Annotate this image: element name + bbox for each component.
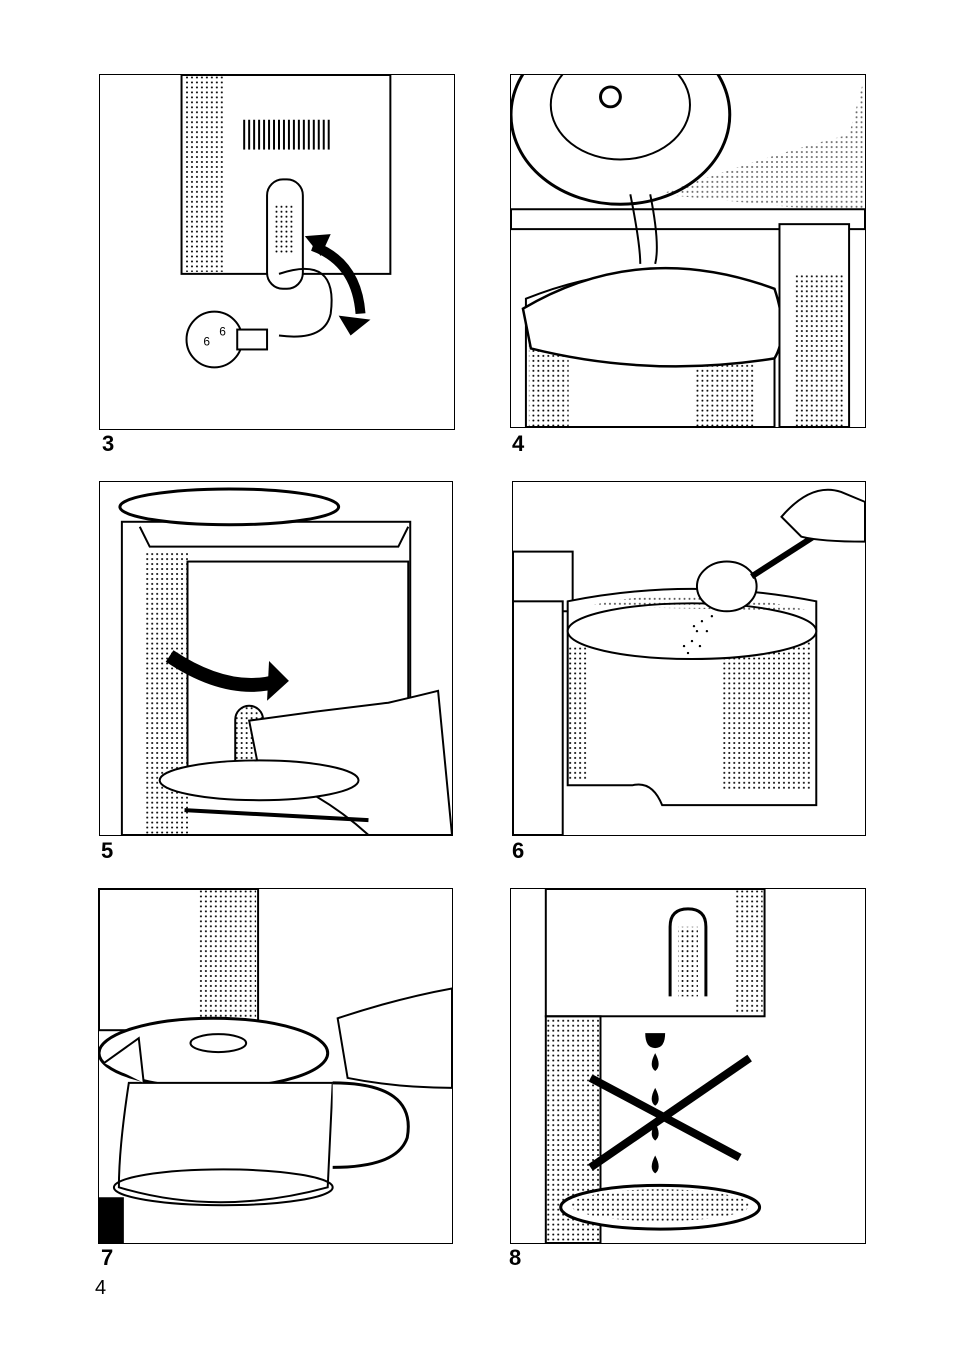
figure-3-illustration: 6 6 [99,74,455,430]
figure-8-illustration [510,888,866,1244]
page-number: 4 [95,1278,106,1298]
svg-text:6: 6 [219,325,226,339]
figure-4-illustration [510,74,866,428]
figure-label-4: 4 [512,433,524,455]
figure-label-6: 6 [512,840,524,862]
figure-label-5: 5 [101,840,113,862]
figure-label-7: 7 [101,1247,113,1269]
svg-text:6: 6 [203,334,210,348]
figure-7-illustration [98,888,453,1244]
figure-5-illustration [99,481,453,836]
figure-label-8: 8 [509,1247,521,1269]
figure-label-3: 3 [102,433,114,455]
figure-6-illustration [512,481,866,836]
